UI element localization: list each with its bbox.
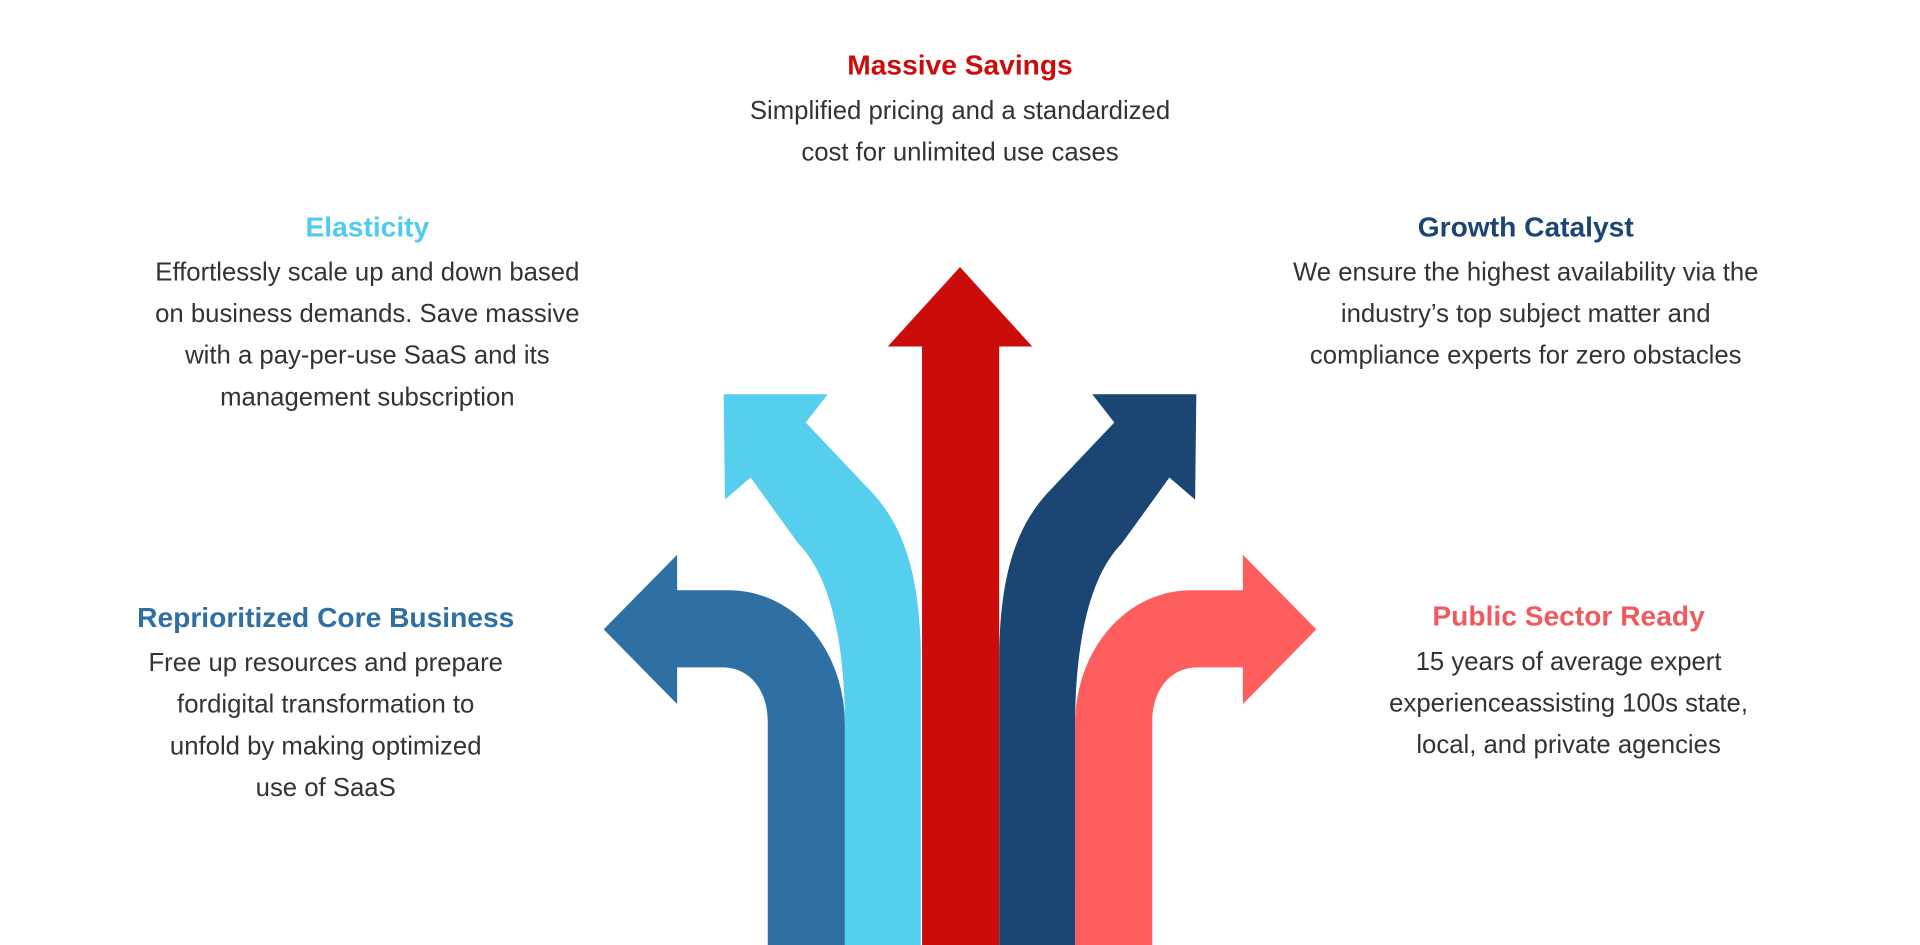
description-line: experienceassisting 100s state, xyxy=(1389,689,1748,718)
massive-savings-block: Massive Savings Simplified pricing and a… xyxy=(642,47,1279,174)
elasticity-title: Elasticity xyxy=(305,210,430,243)
description-line: industry’s top subject matter and xyxy=(1340,300,1711,329)
public-sector-description: 15 years of average expert experienceass… xyxy=(1250,642,1887,767)
public-sector-arrow-right xyxy=(1075,554,1317,945)
reprioritized-title: Reprioritized Core Business xyxy=(137,601,515,634)
description-line: fordigital transformation to xyxy=(177,690,475,719)
elasticity-block: Elasticity Effortlessly scale up and dow… xyxy=(49,208,686,419)
reprioritized-description: Free up resources and prepare fordigital… xyxy=(7,643,644,810)
description-line: on business demands. Save massive xyxy=(155,300,580,329)
description-line: management subscription xyxy=(220,383,515,412)
reprioritized-block: Reprioritized Core Business Free up reso… xyxy=(7,599,644,810)
description-line: local, and private agencies xyxy=(1416,731,1721,760)
description-line: cost for unlimited use cases xyxy=(801,138,1119,167)
description-line: Effortlessly scale up and down based xyxy=(155,258,580,287)
description-line: use of SaaS xyxy=(255,773,396,803)
massive-savings-title: Massive Savings xyxy=(847,48,1073,81)
description-line: unfold by making optimized xyxy=(169,732,482,761)
description-line: 15 years of average expert xyxy=(1415,647,1722,676)
public-sector-title: Public Sector Ready xyxy=(1432,600,1705,632)
description-line: compliance experts for zero obstacles xyxy=(1309,341,1742,370)
public-sector-block: Public Sector Ready 15 years of average … xyxy=(1250,598,1887,767)
growth-catalyst-arrow-up-right xyxy=(999,394,1197,945)
growth-catalyst-description: We ensure the highest availability via t… xyxy=(1207,252,1844,377)
description-line: Simplified pricing and a standardized xyxy=(749,96,1171,125)
massive-savings-arrow-up xyxy=(887,266,1033,945)
growth-catalyst-title: Growth Catalyst xyxy=(1417,210,1634,243)
elasticity-arrow-up-left xyxy=(723,394,921,945)
elasticity-description: Effortlessly scale up and down based on … xyxy=(49,252,686,419)
description-line: We ensure the highest availability via t… xyxy=(1292,258,1759,287)
reprioritized-arrow-left xyxy=(603,554,845,945)
description-line: Free up resources and prepare xyxy=(148,648,503,678)
description-line: with a pay-per-use SaaS and its xyxy=(185,341,550,370)
massive-savings-description: Simplified pricing and a standardized co… xyxy=(642,91,1279,174)
growth-catalyst-block: Growth Catalyst We ensure the highest av… xyxy=(1207,208,1844,377)
